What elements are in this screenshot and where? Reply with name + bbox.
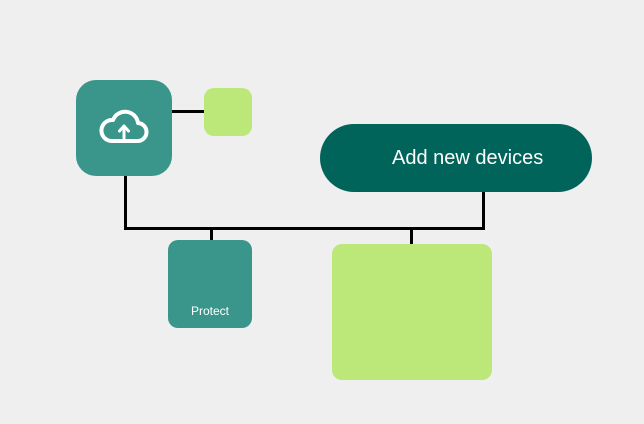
- connector-pill-down: [482, 192, 485, 230]
- cloud-upload-tile[interactable]: [76, 80, 172, 176]
- large-green-tile: [332, 244, 492, 380]
- protect-tile[interactable]: Protect: [168, 240, 252, 328]
- add-new-devices-label: Add new devices: [392, 146, 544, 169]
- connector-to-protect: [210, 227, 213, 240]
- small-green-tile: [204, 88, 252, 136]
- connector-to-big-tile: [410, 227, 413, 244]
- cloud-upload-icon: [99, 109, 149, 143]
- connector-cloud-to-small-tile: [172, 110, 204, 113]
- connector-horizontal-bus: [124, 227, 485, 230]
- protect-label: Protect: [190, 304, 229, 318]
- connector-cloud-down: [124, 176, 127, 230]
- add-new-devices-button[interactable]: Add new devices: [320, 124, 592, 192]
